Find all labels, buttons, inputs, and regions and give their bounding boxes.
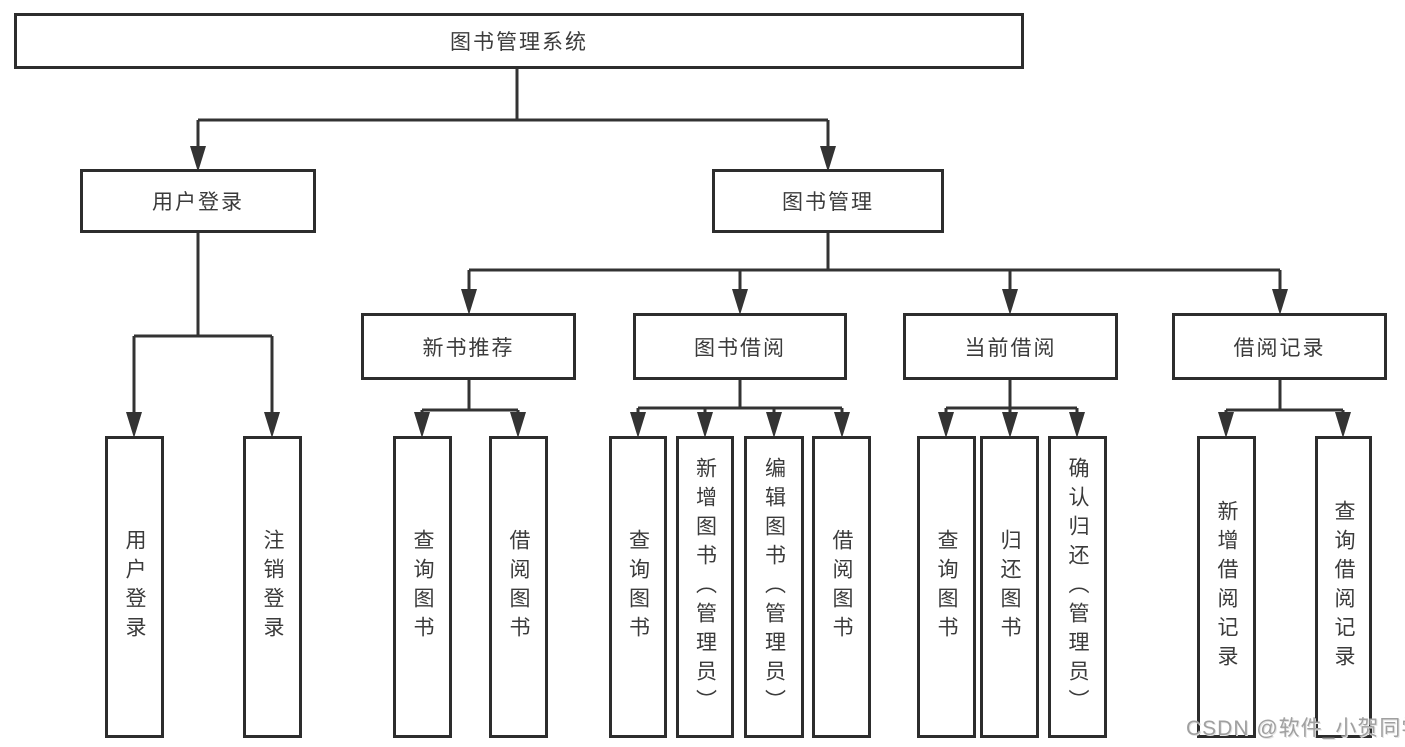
- connector-book-borrowing-to-leaves: [630, 380, 850, 438]
- leaf-confirm-return-admin-label: 确认归还（管理员）: [1066, 456, 1089, 718]
- leaf-user-login-label: 用户登录: [123, 529, 146, 645]
- node-borrow-records: 借阅记录: [1172, 313, 1387, 380]
- leaf-borrow-books-recommend-label: 借阅图书: [507, 529, 530, 645]
- leaf-query-books-recommend-label: 查询图书: [411, 529, 434, 645]
- leaf-add-borrow-record: 新增借阅记录: [1197, 436, 1256, 738]
- connector-current-borrowing-to-leaves: [938, 380, 1085, 438]
- leaf-return-books: 归还图书: [980, 436, 1039, 738]
- node-root-library-system: 图书管理系统: [14, 13, 1024, 69]
- connector-borrow-records-to-leaves: [1218, 380, 1351, 438]
- leaf-borrow-books-recommend: 借阅图书: [489, 436, 548, 738]
- leaf-query-books-recommend: 查询图书: [393, 436, 452, 738]
- leaf-logout-label: 注销登录: [261, 529, 284, 645]
- leaf-logout: 注销登录: [243, 436, 302, 738]
- leaf-return-books-label: 归还图书: [998, 529, 1021, 645]
- connector-book-management-to-level3: [461, 232, 1288, 315]
- leaf-confirm-return-admin: 确认归还（管理员）: [1048, 436, 1107, 738]
- connector-root-to-level2: [190, 69, 836, 172]
- leaf-query-books-borrowing-label: 查询图书: [626, 529, 650, 645]
- leaf-edit-book-admin-label: 编辑图书（管理员）: [762, 456, 786, 718]
- leaf-add-book-admin: 新增图书（管理员）: [676, 436, 734, 738]
- leaf-add-book-admin-label: 新增图书（管理员）: [693, 456, 717, 718]
- leaf-edit-book-admin: 编辑图书（管理员）: [744, 436, 804, 738]
- node-new-book-recommend: 新书推荐: [361, 313, 576, 380]
- node-current-borrowing: 当前借阅: [903, 313, 1118, 380]
- leaf-query-books-borrowing: 查询图书: [609, 436, 667, 738]
- connector-new-book-recommend-to-leaves: [414, 380, 526, 438]
- leaf-query-borrow-record: 查询借阅记录: [1315, 436, 1372, 738]
- leaf-query-books-current: 查询图书: [917, 436, 976, 738]
- node-book-management-branch: 图书管理: [712, 169, 944, 233]
- leaf-add-borrow-record-label: 新增借阅记录: [1215, 500, 1238, 674]
- leaf-user-login: 用户登录: [105, 436, 164, 738]
- leaf-query-books-current-label: 查询图书: [935, 529, 958, 645]
- leaf-query-borrow-record-label: 查询借阅记录: [1332, 500, 1355, 674]
- node-user-login-branch: 用户登录: [80, 169, 316, 233]
- leaf-borrow-books: 借阅图书: [812, 436, 871, 738]
- connector-user-login-to-leaves: [126, 233, 280, 438]
- leaf-borrow-books-label: 借阅图书: [830, 529, 853, 645]
- node-book-borrowing: 图书借阅: [633, 313, 847, 380]
- csdn-watermark: CSDN @软件_小贺同学: [1186, 717, 1405, 740]
